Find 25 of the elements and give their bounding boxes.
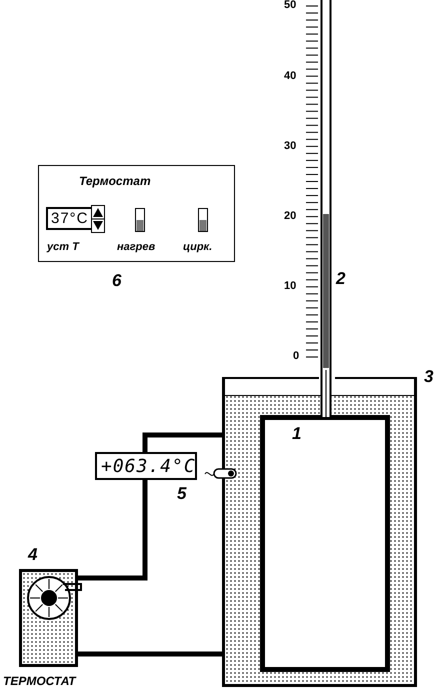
temperature-readout: +063.4°C [101, 458, 196, 476]
scale-number: 40 [284, 71, 296, 82]
control-label: уст T [47, 242, 79, 253]
scale-number: 10 [284, 281, 296, 292]
callout-number: 2 [336, 270, 346, 287]
control-panel [38, 165, 235, 262]
pipe-line [142, 432, 222, 452]
scale-number: 20 [284, 211, 296, 222]
scale-number: 0 [293, 351, 300, 362]
scale-number: 50 [284, 0, 296, 11]
pipe-line [78, 652, 222, 656]
callout-number: 1 [292, 425, 302, 442]
inner-vessel [260, 415, 390, 672]
temperature-display [95, 452, 197, 480]
panel-title: Термостат [79, 175, 151, 187]
control-label: нагрев [117, 242, 156, 253]
callout-number: 6 [112, 272, 122, 289]
callout-number: 4 [28, 546, 38, 563]
unit-caption: ТЕРМОСТАТ [3, 675, 76, 687]
outer-vessel [222, 377, 417, 687]
control-label: цирк. [183, 242, 212, 253]
scale-number: 30 [284, 141, 296, 152]
pipe-line [78, 480, 148, 580]
callout-number: 3 [424, 368, 434, 385]
callout-number: 5 [177, 485, 186, 502]
